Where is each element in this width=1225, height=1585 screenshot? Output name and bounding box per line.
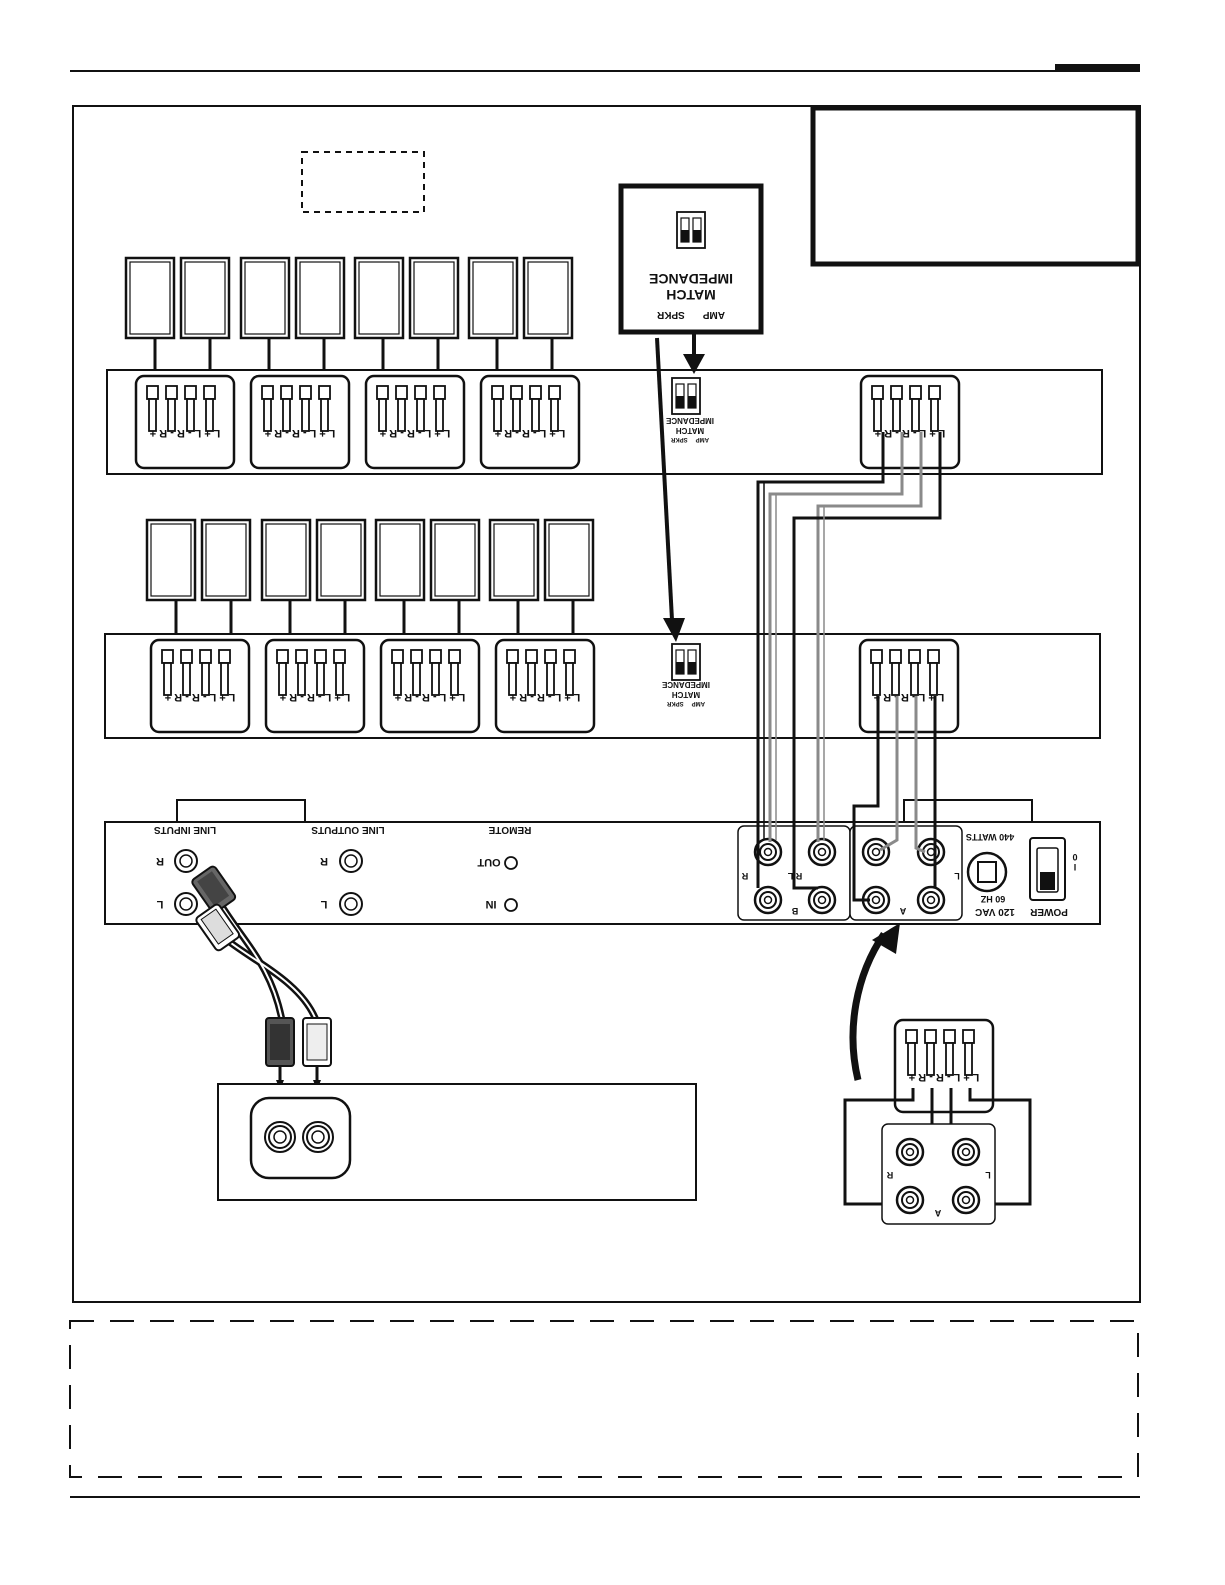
- svg-text:L + L - R - R +: L + L - R - R +: [495, 427, 566, 439]
- amplifier-panel: LINE INPUTS LINE OUTPUTS REMOTE R L R L …: [104, 821, 1101, 925]
- svg-text:IN: IN: [485, 898, 496, 910]
- svg-text:R: R: [156, 855, 164, 867]
- svg-text:440 WATTS: 440 WATTS: [966, 832, 1014, 842]
- svg-text:L: L: [320, 898, 327, 910]
- svg-text:L: L: [954, 871, 960, 881]
- svg-text:L + L - R - R +: L + L - R - R +: [280, 691, 351, 703]
- fuse-holder: [966, 851, 1008, 893]
- svg-text:120 VAC: 120 VAC: [975, 906, 1015, 917]
- top-rule-tab: [1055, 64, 1140, 72]
- speaker-wires-selector-2: [852, 696, 937, 902]
- impedance-match-label: MATCH: [666, 287, 716, 303]
- dashed-note-box: [69, 1320, 1139, 1478]
- svg-text:B: B: [791, 906, 798, 916]
- svg-text:OUT: OUT: [477, 856, 501, 868]
- svg-text:0: 0: [1072, 852, 1077, 862]
- svg-text:I: I: [1074, 862, 1077, 872]
- svg-text:AMPSPKR: AMPSPKR: [666, 700, 705, 706]
- svg-text:L + L - R - R +: L + L - R - R +: [265, 427, 336, 439]
- svg-text:A: A: [899, 906, 906, 916]
- svg-text:R: R: [320, 855, 328, 867]
- impedance-arrows: [655, 332, 705, 642]
- line-outputs-label: LINE OUTPUTS: [311, 824, 385, 835]
- callout-box: [810, 105, 1141, 267]
- svg-text:L + L - R - R +: L + L - R - R +: [395, 691, 466, 703]
- svg-text:L + L - R - R +: L + L - R - R +: [909, 1071, 980, 1083]
- svg-text:R: R: [741, 871, 748, 881]
- svg-text:POWER: POWER: [1029, 906, 1068, 917]
- diagram-frame: [72, 105, 1141, 1303]
- svg-text:L + L - R - R +: L + L - R - R +: [875, 427, 946, 439]
- svg-text:AMPSPKR: AMPSPKR: [670, 436, 709, 442]
- svg-text:MATCH: MATCH: [676, 426, 705, 435]
- source-component: [217, 1083, 697, 1201]
- svg-text:L + L - R - R +: L + L - R - R +: [150, 427, 221, 439]
- speaker-row-2: [145, 518, 595, 634]
- rca-cables: [191, 865, 332, 1090]
- svg-text:IMPEDANCE: IMPEDANCE: [661, 680, 710, 689]
- svg-text:A: A: [934, 1208, 941, 1218]
- svg-text:MATCH: MATCH: [672, 690, 701, 699]
- amp-tab-right: [903, 799, 1033, 823]
- speaker-wires-selector-1: [756, 432, 942, 890]
- impedance-callout: AMPSPKR MATCH IMPEDANCE: [618, 183, 764, 335]
- svg-text:60 HZ: 60 HZ: [980, 894, 1005, 904]
- dashed-placeholder: [301, 151, 425, 213]
- detail-inset: L + L - R - R + R L A: [843, 1018, 1032, 1225]
- svg-text:L + L - R - R +: L + L - R - R +: [380, 427, 451, 439]
- svg-text:L + L - R - R +: L + L - R - R +: [165, 691, 236, 703]
- impedance-title-label: IMPEDANCE: [649, 271, 733, 287]
- speaker-row-1: [124, 256, 574, 370]
- svg-text:R: R: [886, 1170, 893, 1180]
- speaker-selector-2: AMPSPKR MATCH IMPEDANCE: [104, 633, 1101, 739]
- line-inputs-label: LINE INPUTS: [154, 824, 217, 835]
- impedance-amp-spkr-label: AMPSPKR: [656, 309, 725, 320]
- svg-text:L: L: [156, 898, 163, 910]
- amp-tab-left: [176, 799, 306, 823]
- speaker-selector-1: AMPSPKR MATCH IMPEDANCE: [106, 369, 1103, 475]
- svg-text:L + L - R - R +: L + L - R - R +: [510, 691, 581, 703]
- svg-text:IMPEDANCE: IMPEDANCE: [665, 416, 714, 425]
- detail-arrow: [849, 923, 900, 1081]
- svg-text:L: L: [985, 1170, 991, 1180]
- remote-label: REMOTE: [488, 824, 531, 835]
